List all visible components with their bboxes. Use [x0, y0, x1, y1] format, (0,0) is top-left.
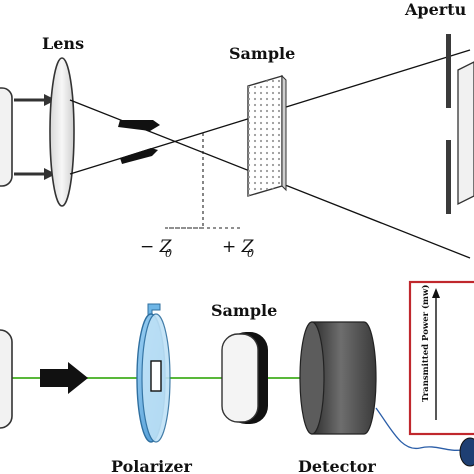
input-beam-arrows [14, 94, 56, 180]
zscan-sample-label: Sample [229, 44, 295, 63]
laser-source [0, 87, 13, 187]
laser-source-bottom [0, 329, 13, 429]
minus-z0-label: − Z 0 [140, 237, 173, 260]
polarizer [136, 303, 171, 443]
svg-text:0: 0 [247, 247, 254, 260]
ray-direction-arrows [118, 120, 160, 164]
zscan-sample [247, 74, 287, 197]
polarization-panel: Polarizer Sample Detector Transmitted Po… [0, 280, 474, 474]
polarization-sample-label: Sample [211, 301, 277, 320]
power-meter-display: Transmitted Power (mw) [408, 280, 474, 467]
focal-plane-marker [165, 133, 204, 229]
aperture-label: Apertu [404, 0, 467, 19]
polarization-sample [221, 332, 268, 424]
beam-direction-arrow [40, 362, 88, 394]
plot-ylabel: Transmitted Power (mw) [420, 285, 431, 402]
detector-label: Detector [298, 457, 376, 474]
plus-z0-label: + Z 0 [222, 237, 255, 260]
detector [299, 321, 463, 451]
polarizer-label: Polarizer [111, 457, 192, 474]
aperture [446, 34, 474, 214]
svg-text:0: 0 [165, 247, 172, 260]
lens-label: Lens [42, 34, 84, 53]
zscan-panel: Lens − Z 0 + Z 0 Sample [0, 0, 474, 260]
svg-text:+ Z: + Z [222, 237, 255, 257]
lens [49, 57, 75, 207]
svg-text:− Z: − Z [140, 237, 173, 257]
